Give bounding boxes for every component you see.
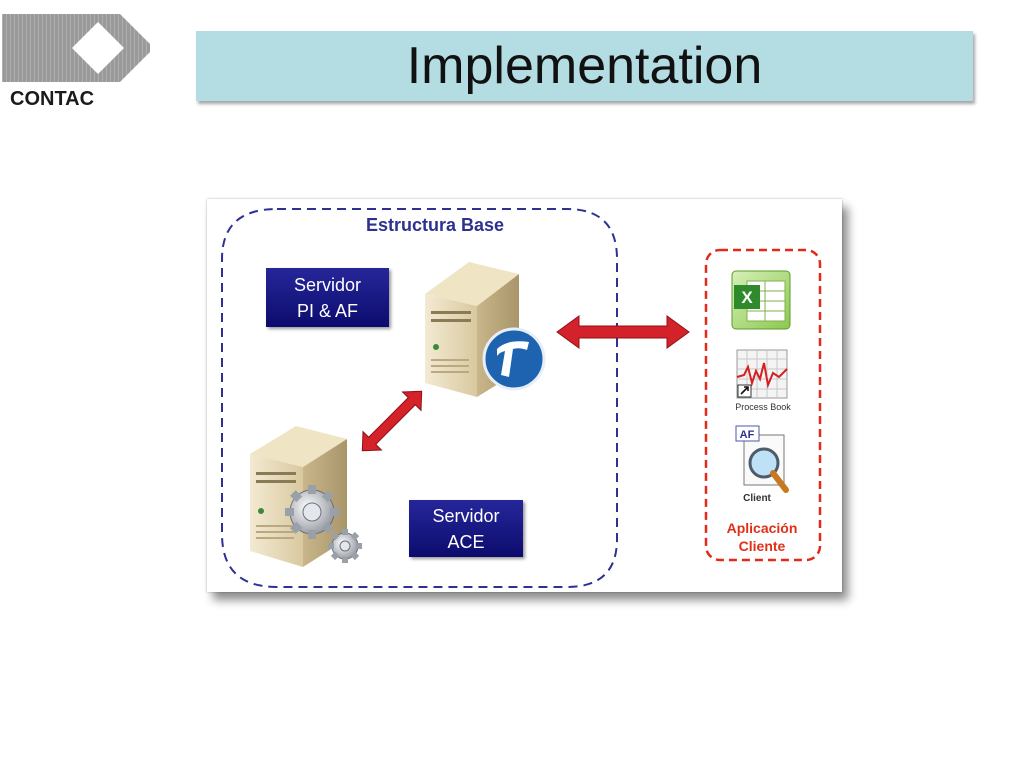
aplicacion-cliente-label: Aplicación Cliente	[712, 519, 812, 555]
aplicacion-cliente-line1: Aplicación	[726, 520, 798, 536]
servidor-ace-line2: ACE	[447, 531, 485, 552]
excel-icon: X	[731, 270, 791, 330]
arrow-pi-ace	[361, 390, 423, 452]
pi-server-icon	[425, 262, 546, 397]
aplicacion-cliente-line2: Cliente	[738, 538, 786, 554]
title-bar: Implementation	[196, 31, 973, 101]
logo-text: CONTAC	[10, 88, 95, 110]
estructura-base-border	[221, 208, 618, 588]
servidor-pi-af-line1: Servidor	[293, 274, 362, 295]
client-group-border	[704, 248, 822, 562]
svg-text:X: X	[741, 288, 753, 307]
client-label: Client	[743, 493, 771, 504]
process-book-label: Process Book	[735, 402, 791, 412]
contac-logo	[2, 12, 152, 112]
ace-server-icon	[250, 426, 362, 567]
page-title: Implementation	[406, 37, 763, 95]
servidor-ace-box: Servidor ACE	[409, 500, 523, 557]
servidor-pi-af-line2: PI & AF	[296, 300, 359, 321]
af-client-icon: AF	[735, 425, 789, 493]
servidor-pi-af-box: Servidor PI & AF	[266, 268, 389, 327]
arrow-base-client	[556, 315, 690, 349]
af-badge-text: AF	[740, 429, 755, 441]
process-book-icon	[736, 349, 788, 399]
estructura-base-title: Estructura Base	[365, 215, 505, 235]
servidor-ace-line1: Servidor	[432, 505, 500, 526]
architecture-diagram: X AF Estructura Base Servidor	[207, 199, 842, 592]
